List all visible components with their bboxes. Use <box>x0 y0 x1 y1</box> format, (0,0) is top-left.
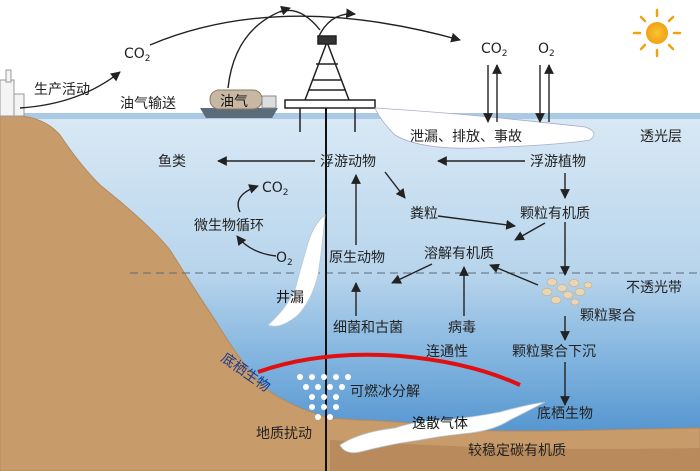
seafloor-sediment <box>330 440 700 471</box>
hydrate-red-line <box>257 352 521 387</box>
sun-icon <box>632 8 682 58</box>
label-stable-carbon: 较稳定碳有机质 <box>468 443 566 459</box>
label-production: 生产活动 <box>34 82 90 98</box>
label-oil-transport: 油气输送 <box>120 96 176 112</box>
oil-tanker-icon <box>200 89 278 118</box>
label-co2-sky-left: CO2 <box>124 46 151 64</box>
arrow-tanker-arc <box>227 5 291 89</box>
label-leak-release: 泄漏、排放、事故 <box>410 129 522 145</box>
label-o2-micro: O2 <box>276 250 293 268</box>
label-microbial-co2: CO2 <box>262 180 289 198</box>
arrow-zoo-feces <box>384 171 406 199</box>
arrow-loop-o2 <box>236 235 277 257</box>
label-aphotic: 不透光带 <box>626 280 682 296</box>
label-benthos-right: 底栖生物 <box>537 406 593 422</box>
label-geo-disturbance: 地质扰动 <box>256 426 312 442</box>
label-photic: 透光层 <box>640 129 682 145</box>
label-o2-sky: O2 <box>538 41 555 59</box>
label-phytoplankton: 浮游植物 <box>530 154 586 170</box>
label-aggregate-sinking: 颗粒聚合下沉 <box>512 344 596 360</box>
label-zooplankton: 浮游动物 <box>320 154 376 170</box>
arrow-platform-arc <box>317 8 356 39</box>
well-leak-plume <box>267 214 326 327</box>
arrow-feces-pom <box>437 215 516 230</box>
arrow-pom-dom <box>514 222 546 241</box>
label-oil-gas: 油气 <box>220 94 248 110</box>
label-well-leak: 井漏 <box>276 290 304 306</box>
oil-platform-icon <box>284 35 376 132</box>
label-bacteria-archaea: 细菌和古菌 <box>333 320 403 336</box>
label-feces: 粪粒 <box>410 206 438 222</box>
label-microbial-loop: 微生物循环 <box>194 218 264 234</box>
label-virus: 病毒 <box>448 320 476 336</box>
arrow-agg-dom <box>489 263 539 286</box>
label-co2-sky-right: CO2 <box>481 41 508 59</box>
label-fish: 鱼类 <box>158 153 186 170</box>
label-protozoa: 原生动物 <box>329 250 385 266</box>
arrow-platform-arc-2 <box>279 9 321 31</box>
label-connectivity: 连通性 <box>426 344 468 360</box>
arrow-production-co2 <box>19 71 121 109</box>
label-particle-aggregation: 颗粒聚合 <box>580 308 636 324</box>
label-dissolved-om: 溶解有机质 <box>424 246 494 262</box>
sea-surface <box>0 113 700 119</box>
arrow-sky-arc <box>149 15 461 46</box>
arrow-dom-protozoa <box>391 263 433 284</box>
particle-aggregate-icon <box>541 278 593 306</box>
factory-icon <box>0 69 25 117</box>
label-hydrate: 可燃冰分解 <box>350 383 420 400</box>
escaping-gas-plume <box>339 401 546 454</box>
label-particulate-om: 颗粒有机质 <box>520 206 590 222</box>
hydrate-dots <box>297 374 351 420</box>
label-escaping-gas: 逸散气体 <box>412 416 468 432</box>
arrow-loop-co2 <box>237 184 259 213</box>
